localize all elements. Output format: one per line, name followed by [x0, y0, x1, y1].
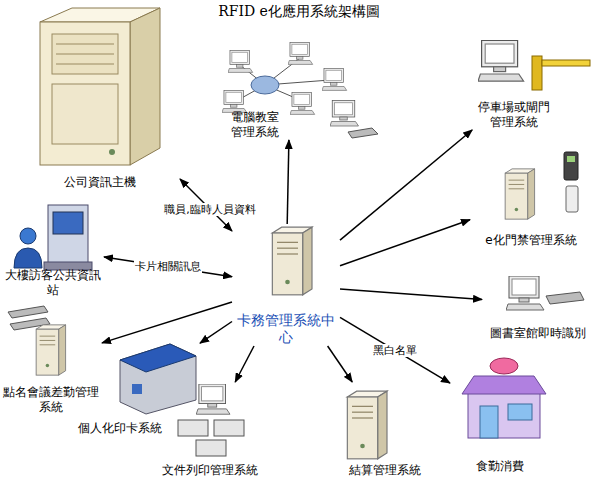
connector-arrow [340, 220, 470, 266]
system-node: 圖書室館即時識別 [482, 266, 594, 341]
canteen-shop-icon [462, 358, 546, 438]
connector-arrow [102, 302, 232, 343]
connector-arrow [235, 346, 254, 382]
connector-arrow [340, 130, 472, 240]
system-node: 食勤消費 [450, 352, 550, 474]
parking-gate-icon [478, 40, 590, 90]
diagram-title: RFID e化應用系統架構圖 [0, 3, 598, 21]
system-node: 大樓訪客公共資訊 站 [2, 200, 104, 298]
connector-arrow [328, 346, 353, 382]
connector-arrow [200, 322, 232, 344]
edge-label: 職員,臨時人員資料 [163, 203, 257, 216]
node-label: 大樓訪客公共資訊 站 [2, 268, 104, 298]
system-node: 結算管理系統 [330, 382, 440, 478]
system-node: 個人化印卡系統 [70, 338, 200, 436]
mainframe-icon [40, 8, 160, 165]
node-label: 停車場或閘門 管理系統 [474, 100, 554, 130]
edge-label: 卡片相關訊息 [134, 260, 202, 273]
library-icon [506, 276, 584, 310]
node-label: 公司資訊主機 [64, 175, 136, 190]
node-label: 卡務管理系統中 心 [232, 312, 340, 346]
node-label: 結算管理系統 [349, 463, 421, 478]
center-node: 卡務管理系統中 心 [232, 224, 340, 346]
card-printer-icon [120, 344, 196, 414]
edge-label: 黑白名單 [372, 344, 418, 357]
connector-arrow [340, 289, 482, 299]
system-node: 電腦教室 管理系統 [200, 30, 380, 140]
connector-arrow [287, 140, 289, 224]
kiosk-icon [14, 205, 92, 270]
system-node: 點名會議差勤管理 系統 [0, 303, 102, 415]
connector-arrow [104, 257, 232, 277]
node-label: 點名會議差勤管理 系統 [0, 385, 102, 415]
center-server-icon [272, 227, 312, 295]
host-node: 公司資訊主機 [20, 8, 180, 190]
node-label: 文件列印管理系統 [162, 463, 258, 478]
document-printer-icon [178, 384, 244, 456]
node-label: 個人化印卡系統 [78, 421, 162, 436]
settlement-server-icon [347, 391, 387, 459]
node-label: 食勤消費 [476, 459, 524, 474]
node-label: 圖書室館即時識別 [490, 326, 586, 341]
attendance-icon [8, 306, 66, 375]
node-label: 電腦教室 管理系統 [224, 110, 286, 140]
connector-arrow [340, 317, 450, 383]
system-node: 文件列印管理系統 [160, 382, 260, 478]
node-label: e化門禁管理系統 [485, 233, 576, 248]
access-control-icon [505, 152, 578, 219]
system-node: 停車場或閘門 管理系統 [460, 38, 595, 130]
system-node: e化門禁管理系統 [470, 148, 592, 248]
